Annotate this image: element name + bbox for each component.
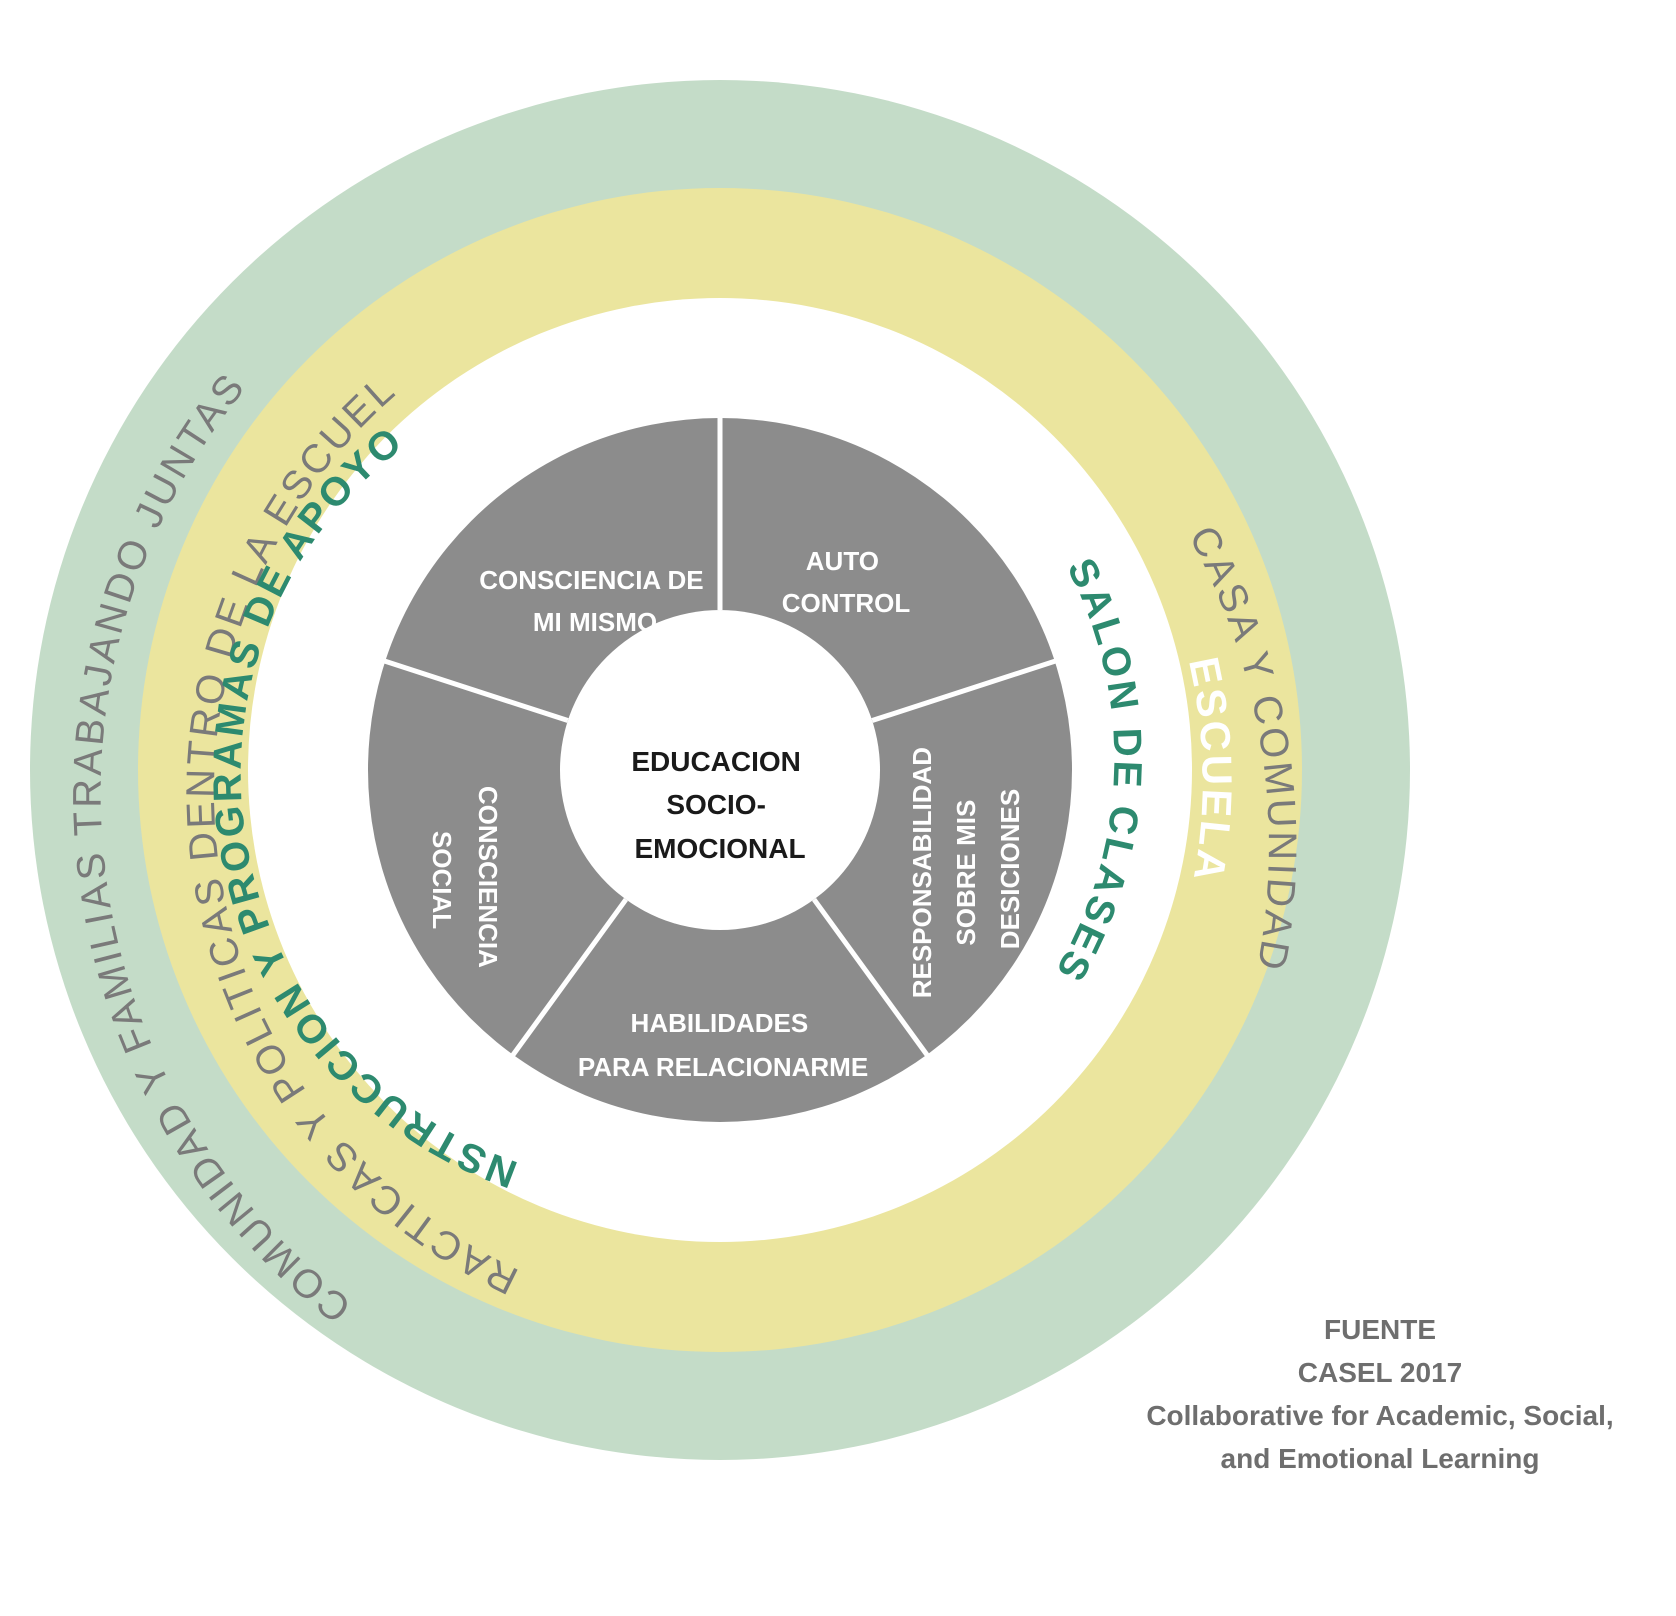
- wheel-divider: [382, 658, 569, 723]
- center-circle: [560, 610, 880, 930]
- segment-auto-control: AUTO CONTROL: [782, 546, 911, 618]
- source-organization: CASEL 2017: [1297, 1357, 1463, 1388]
- source-heading: FUENTE: [1324, 1314, 1436, 1345]
- wheel-divider: [812, 897, 931, 1058]
- center-label: EDUCACION SOCIO- EMOCIONAL: [631, 746, 808, 864]
- source-name-line-2: and Emotional Learning: [1220, 1443, 1540, 1474]
- wheel-dividers: [382, 416, 1058, 1058]
- wheel-divider: [509, 897, 628, 1058]
- wheel-divider: [871, 658, 1058, 723]
- source-name-line-1: Collaborative for Academic, Social,: [1146, 1400, 1614, 1431]
- segment-responsabilidad: RESPONSABILIDAD SOBRE MIS DESICIONES: [907, 740, 1025, 999]
- segment-consciencia-de-mi-mismo: CONSCIENCIA DE MI MISMO: [479, 565, 711, 637]
- segment-habilidades-para-relacionarme: HABILIDADES PARA RELACIONARME: [578, 1008, 868, 1082]
- segment-consciencia-social: CONSCIENCIA SOCIAL: [427, 786, 503, 974]
- source-credit: FUENTE CASEL 2017 Collaborative for Acad…: [1110, 1308, 1650, 1480]
